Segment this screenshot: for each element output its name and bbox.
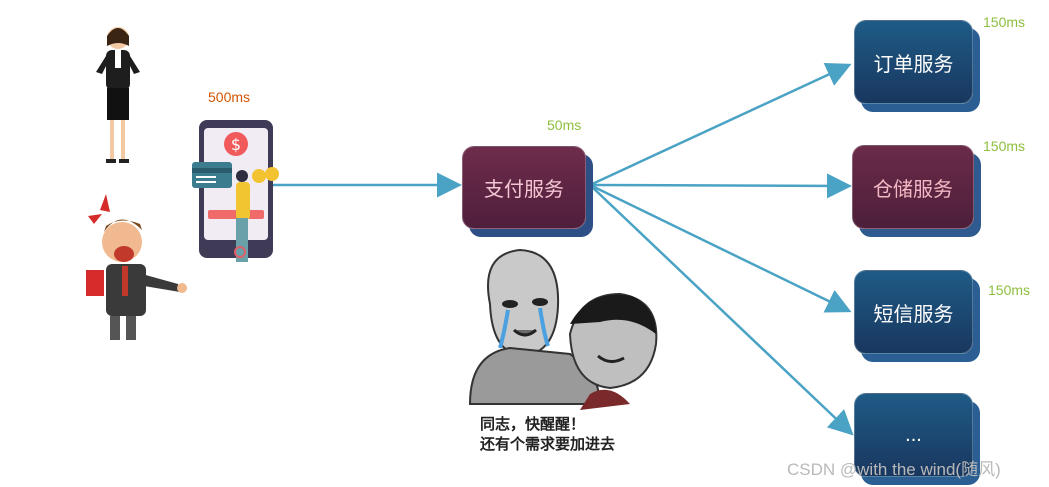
sms-latency: 150ms — [988, 282, 1031, 298]
payment-service-box: 支付服务 — [462, 146, 586, 229]
payment-service-label: 支付服务 — [484, 179, 564, 201]
arrow-payment-to-more — [589, 184, 854, 436]
order-latency: 150ms — [983, 14, 1026, 30]
crying-meme-illustration — [468, 248, 658, 410]
payment-latency: 50ms — [547, 117, 582, 133]
order-service-box: 订单服务 — [854, 20, 973, 104]
storage-service-label: 仓储服务 — [873, 178, 953, 201]
svg-text:$: $ — [231, 135, 241, 154]
arrow-payment-to-order — [589, 63, 852, 187]
order-service-label: 订单服务 — [873, 53, 954, 76]
phone-latency: 500ms — [208, 89, 251, 105]
sms-service-box: 短信服务 — [854, 270, 973, 354]
sms-service-label: 短信服务 — [873, 303, 954, 326]
storage-latency: 150ms — [983, 138, 1026, 154]
arrow-payment-to-storage — [589, 173, 852, 199]
shouting-man-illustration — [86, 194, 187, 340]
meme-caption-line-1: 同志，快醒醒！ — [480, 415, 586, 433]
phone-payment-illustration: $ — [192, 120, 279, 262]
meme-caption: 同志，快醒醒！ 还有个需求要加进去 — [480, 414, 615, 454]
meme-caption-line-2: 还有个需求要加进去 — [480, 435, 616, 453]
watermark: CSDN @with the wind(随风) — [787, 460, 1001, 479]
angry-woman-illustration — [96, 27, 140, 163]
more-services-label: ... — [905, 423, 922, 446]
storage-service-box: 仓储服务 — [852, 145, 974, 229]
more-services-box: ... — [854, 393, 973, 477]
arrow-payment-to-sms — [589, 183, 852, 313]
